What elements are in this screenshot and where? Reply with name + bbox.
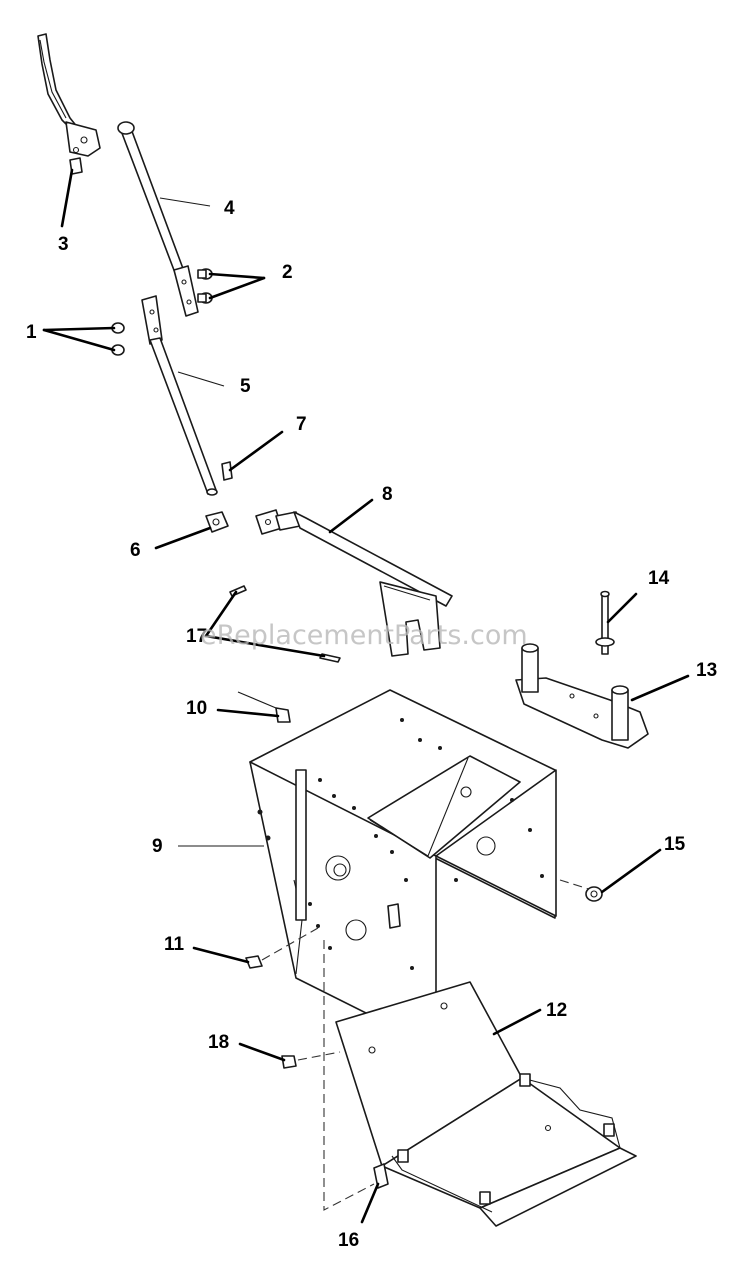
callout-14: 14 [648,568,670,589]
callout-4: 4 [224,198,235,219]
leader-lines [42,168,690,1224]
callout-labels: 3 4 2 1 5 7 8 6 14 17 13 10 9 15 11 12 1… [26,198,717,1251]
part-12-cover [335,981,637,1227]
callout-16: 16 [338,1230,359,1251]
part-9-housing [249,689,557,1049]
callout-3: 3 [58,234,69,255]
part-16-clip [373,1163,389,1189]
part-14-stud [595,590,615,655]
part-11-bolt [245,927,319,969]
part-15-washer [559,879,603,902]
alignment-line [323,940,375,1211]
callout-10: 10 [186,698,207,719]
part-18-nut [281,1051,341,1069]
part-4-upper-rod [117,121,199,317]
callout-2: 2 [282,262,293,283]
part-13-bracket [515,643,649,749]
watermark: eReplacementParts.com [200,620,528,651]
callout-7: 7 [296,414,307,435]
part-5-lower-rod [141,295,218,496]
part-2-bolts [197,268,213,304]
callout-6: 6 [130,540,141,561]
callout-5: 5 [240,376,251,397]
callout-8: 8 [382,484,393,505]
callout-12: 12 [546,1000,567,1021]
part-8-shift-rod [255,509,453,657]
lever-handle [37,33,101,157]
callout-13: 13 [696,660,717,681]
callout-9: 9 [152,836,163,857]
callout-1: 1 [26,322,37,343]
callout-18: 18 [208,1032,229,1053]
part-10-bolt [237,691,291,723]
callout-17: 17 [186,626,207,647]
part-6-coupler [205,511,229,533]
callout-15: 15 [664,834,686,855]
callout-11: 11 [164,934,185,955]
part-7-clip [221,461,233,481]
